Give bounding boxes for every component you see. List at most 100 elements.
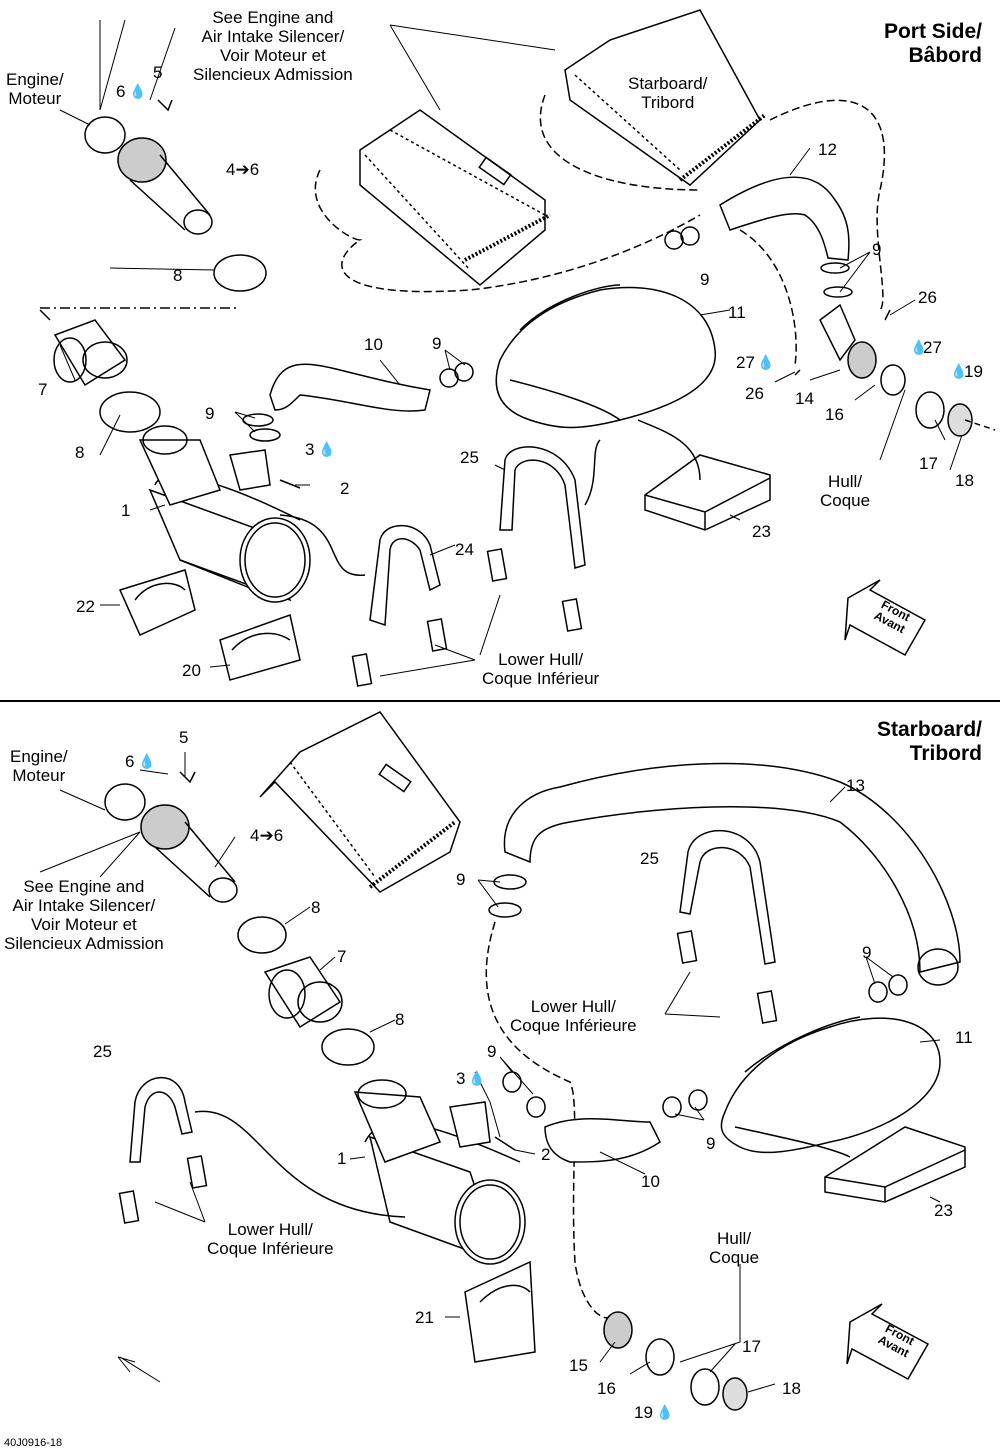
callout-9: 9 (205, 404, 215, 423)
exhaust-outlet-part-4 (84, 99, 213, 235)
callout-26: 26 (745, 384, 764, 403)
note-line: Lower Hull/ (530, 997, 616, 1016)
oil-drop-icon: 💧 (318, 441, 336, 457)
callout-6: 6 (116, 82, 126, 101)
callout-9: 9 (700, 270, 710, 289)
note-line: See Engine and (212, 8, 334, 27)
exhaust-outlet-part-4 (104, 771, 238, 903)
callout-5: 5 (179, 728, 189, 747)
callout-25: 25 (640, 849, 659, 868)
oil-drop-icon: 💧 (129, 83, 147, 99)
water-box-11 (720, 1016, 941, 1158)
note-line: Engine/ (10, 747, 68, 766)
callout-25: 25 (460, 448, 479, 467)
callout-9: 9 (432, 334, 442, 353)
callout-2: 2 (340, 479, 350, 498)
callout-2: 2 (541, 1145, 551, 1164)
callout-5: 5 (153, 63, 163, 82)
saddle-22 (118, 569, 196, 636)
clamp-8 (99, 391, 161, 433)
lower-hull-note: Lower Hull/ Coque Inférieur (482, 650, 599, 688)
port-side-panel: See Engine and Air Intake Silencer/ Voir… (0, 0, 1000, 702)
hull-note: Hull/ Coque (709, 1229, 759, 1267)
figure-code: 40J0916-18 (4, 1437, 63, 1449)
callout-23: 23 (934, 1201, 953, 1220)
starboard-title: Starboard/ Tribord (877, 718, 982, 766)
callout-19: 19 (964, 362, 983, 381)
hull-note: Hull/ Coque (820, 472, 870, 510)
note-line: Coque Inférieure (510, 1016, 637, 1035)
strap-25 (129, 1076, 193, 1163)
callout-18: 18 (782, 1379, 801, 1398)
callout-16: 16 (825, 405, 844, 424)
note-line: See Engine and (23, 877, 145, 896)
note-line: Coque Inférieur (482, 669, 600, 688)
clamp-8 (321, 1028, 375, 1066)
air-intake-silencer-starboard (564, 9, 767, 186)
coupling-7 (53, 319, 128, 387)
note-line: Silencieux Admission (4, 934, 164, 953)
see-engine-note: See Engine and Air Intake Silencer/ Voir… (4, 877, 164, 953)
note-line: Lower Hull/ (227, 1220, 313, 1239)
callout-1: 1 (337, 1149, 347, 1168)
callout-22: 22 (76, 597, 95, 616)
callout-11: 11 (955, 1028, 973, 1047)
port-side-drawing (39, 9, 996, 687)
oil-drop-icon: 💧 (910, 339, 928, 355)
oil-drop-icon: 💧 (950, 363, 968, 379)
callout-19: 19 (634, 1403, 653, 1422)
callout-10: 10 (641, 1172, 660, 1191)
oil-drop-icon: 💧 (138, 753, 156, 769)
callout-16: 16 (597, 1379, 616, 1398)
callout-8: 8 (311, 898, 321, 917)
saddle-21 (464, 1260, 536, 1363)
engine-note: Engine/ Moteur (6, 70, 64, 108)
callout-8: 8 (75, 443, 85, 462)
front-arrow (844, 579, 927, 657)
note-line: Voir Moteur et (30, 915, 137, 934)
hose-13 (503, 762, 961, 973)
title-line: Starboard/ (876, 718, 982, 741)
callout-13: 13 (846, 776, 865, 795)
hose-12 (719, 176, 850, 261)
note-line: Air Intake Silencer/ (201, 27, 345, 46)
engine-note: Engine/ Moteur (10, 747, 68, 785)
foam-block-23 (824, 1126, 966, 1203)
muffler-1 (353, 1079, 526, 1265)
callout-8: 8 (173, 266, 183, 285)
strap-25 (499, 446, 586, 569)
hose-10 (544, 1118, 661, 1163)
callout-24: 24 (455, 540, 474, 559)
air-intake-silencer-port (359, 109, 551, 286)
callout-27: 27 (923, 338, 942, 357)
callout-12: 12 (818, 140, 837, 159)
callout-15: 15 (569, 1356, 588, 1375)
callout-23: 23 (752, 522, 771, 541)
starboard-panel: Engine/ Moteur See Engine and Air Intake… (0, 702, 1000, 1435)
callout-3: 3 (305, 440, 315, 459)
title-line: Bâbord (908, 44, 983, 67)
oil-drop-icon: 💧 (468, 1070, 486, 1086)
port-side-title: Port Side/ Bâbord (884, 20, 982, 68)
note-line: Moteur (12, 766, 66, 785)
note-line: Starboard/ (628, 74, 708, 93)
callout-14: 14 (795, 389, 814, 408)
callout-4-to-6: 4➔6 (250, 826, 284, 845)
note-line: Silencieux Admission (193, 65, 353, 84)
starboard-note: Starboard/ Tribord (628, 74, 707, 112)
callout-10: 10 (364, 335, 383, 354)
callout-6: 6 (125, 752, 135, 771)
saddle-20 (219, 614, 301, 681)
lower-hull-note: Lower Hull/ Coque Inférieure (510, 997, 637, 1035)
callout-8: 8 (395, 1010, 405, 1029)
strap-24 (369, 524, 441, 627)
note-line: Tribord (641, 93, 695, 112)
callout-1: 1 (121, 501, 131, 520)
callout-3: 3 (456, 1069, 466, 1088)
coupling-7 (263, 956, 343, 1029)
note-line: Moteur (8, 89, 62, 108)
callout-27: 27 (736, 353, 755, 372)
water-box-11 (495, 284, 716, 429)
callout-9: 9 (706, 1134, 716, 1153)
lower-hull-note: Lower Hull/ Coque Inférieure (207, 1220, 334, 1258)
